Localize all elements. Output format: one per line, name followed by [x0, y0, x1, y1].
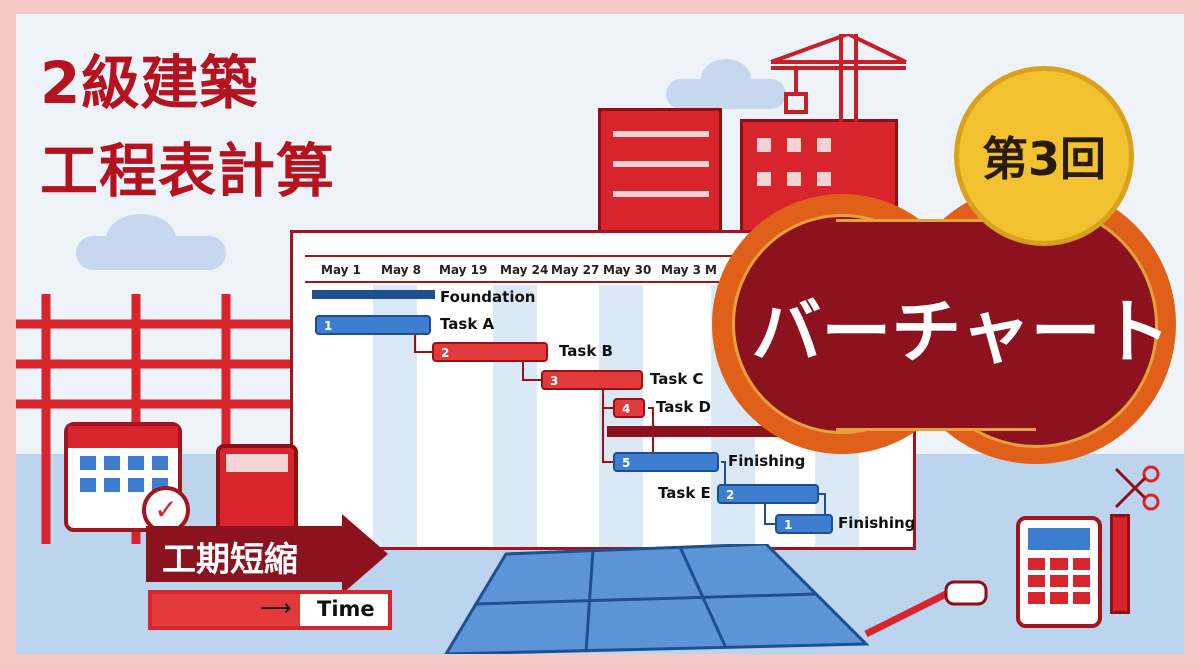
task-bar: 2 [432, 342, 548, 362]
summary-bar-foundation [312, 290, 435, 299]
time-bar: ⟶ Time [148, 590, 392, 630]
column-header: M [705, 263, 717, 277]
arrow-icon [342, 514, 388, 594]
cloud [701, 59, 751, 99]
shorten-banner [146, 526, 346, 582]
badge-title: バーチャート [751, 291, 1171, 373]
task-label: Task A [440, 315, 495, 333]
task-label: Finishing [728, 452, 806, 470]
summary-label: Foundation [440, 288, 536, 306]
calendar-icon [64, 422, 182, 532]
building [598, 108, 722, 238]
task-bar: 2 [717, 484, 819, 504]
shorten-label: 工期短縮 [162, 540, 298, 580]
column-header: May 30 [603, 263, 652, 277]
column-header: May 19 [439, 263, 488, 277]
dependency-links [414, 335, 826, 525]
task-label: Task C [650, 370, 704, 388]
time-label: Time [317, 597, 375, 621]
column-header: May 3 [661, 263, 702, 277]
task-bar: 5 [613, 452, 719, 472]
crane-icon [770, 34, 907, 122]
episode-badge: 第3回 [954, 66, 1134, 246]
task-label: Finishing [838, 514, 916, 532]
thumbnail-canvas: 2級建築 工程表計算 May 1 May 8 May 19 May 24 May [16, 14, 1184, 654]
pencil-icon [1110, 514, 1130, 614]
column-header: May 8 [381, 263, 422, 277]
badge-shape [836, 219, 1036, 431]
task-label: Task E [658, 484, 711, 502]
scissors-icon [1114, 465, 1160, 511]
task-bar: 4 [613, 398, 645, 418]
task-label: Task D [656, 398, 711, 416]
floor-grid [444, 544, 870, 654]
task-bar: 1 [775, 514, 833, 534]
title-line-2: 工程表計算 [40, 137, 336, 205]
scaffold [16, 294, 306, 544]
task-bar: 3 [541, 370, 643, 390]
column-header: May 24 [500, 263, 549, 277]
summary-bar [607, 426, 837, 437]
arrow-right-icon: ⟶ [260, 596, 292, 621]
column-header: May 27 [551, 263, 600, 277]
gantt-header: May 1 May 8 May 19 May 24 May 27 May 30 … [305, 255, 905, 283]
paint-roller-icon [864, 580, 988, 638]
calculator-icon [1016, 516, 1102, 628]
title-line-1: 2級建築 [40, 49, 259, 117]
task-label: Task B [559, 342, 613, 360]
cloud [106, 214, 176, 264]
column-header: May 1 [321, 263, 362, 277]
task-bar: 1 [315, 315, 431, 335]
calculator-icon [216, 444, 298, 539]
